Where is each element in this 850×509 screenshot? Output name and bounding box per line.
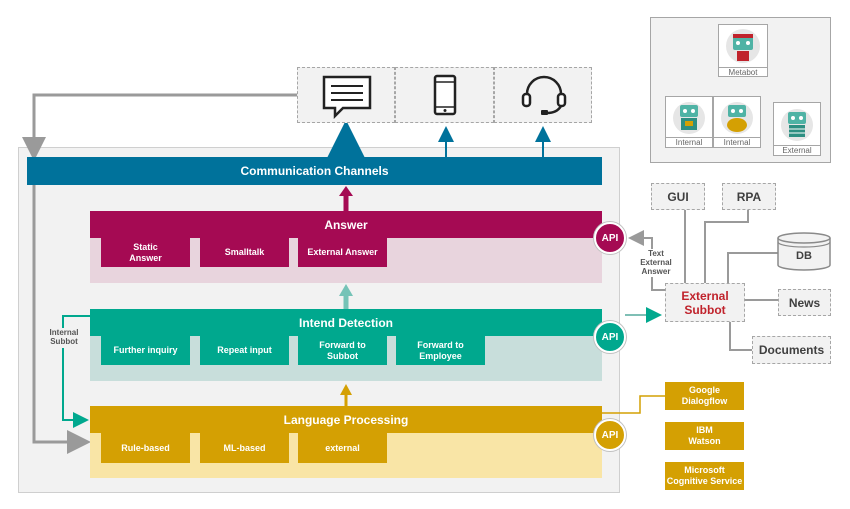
news-box[interactable]: News — [778, 289, 831, 316]
language-title: Language Processing — [90, 406, 602, 433]
answer-item-smalltalk[interactable]: Smalltalk — [200, 238, 289, 267]
internal-bot-card-2[interactable]: Internal — [713, 96, 761, 148]
intend-item-further-inquiry[interactable]: Further inquiry — [101, 336, 190, 365]
smartphone-icon — [433, 74, 457, 116]
intend-item-forward-employee[interactable]: Forward to Employee — [396, 336, 485, 365]
intend-item-repeat-input[interactable]: Repeat input — [200, 336, 289, 365]
language-item-rule-based[interactable]: Rule-based — [101, 433, 190, 463]
robot-icon — [673, 102, 705, 134]
answer-item-external[interactable]: External Answer — [298, 238, 387, 267]
external-subbot-box[interactable]: External Subbot — [665, 283, 745, 322]
text-external-answer-label: Text External Answer — [636, 249, 676, 277]
db-label: DB — [796, 250, 812, 262]
robot-icon — [721, 102, 753, 134]
database-icon — [777, 232, 831, 271]
provider-ibm-watson[interactable]: IBM Watson — [665, 422, 744, 450]
chat-bubble-icon — [322, 75, 372, 120]
intend-item-forward-subbot[interactable]: Forward to Subbot — [298, 336, 387, 365]
api-intend[interactable]: API — [594, 321, 626, 353]
metabot-label: Metabot — [719, 67, 767, 77]
external-bot-card[interactable]: External — [773, 102, 821, 156]
internal-bot-card-1[interactable]: Internal — [665, 96, 713, 148]
channel-mobile[interactable] — [395, 67, 494, 123]
gui-box[interactable]: GUI — [651, 183, 705, 210]
headset-icon — [521, 75, 567, 115]
internal-label-1: Internal — [666, 137, 712, 147]
metabot-card[interactable]: Metabot — [718, 24, 768, 77]
answer-item-static[interactable]: Static Answer — [101, 238, 190, 267]
channel-phone[interactable] — [494, 67, 592, 123]
provider-google-dialogflow[interactable]: Google Dialogflow — [665, 382, 744, 410]
answer-title: Answer — [90, 211, 602, 238]
language-item-ml-based[interactable]: ML-based — [200, 433, 289, 463]
provider-microsoft-cognitive[interactable]: Microsoft Cognitive Service — [665, 462, 744, 490]
documents-box[interactable]: Documents — [752, 336, 831, 364]
intend-title: Intend Detection — [90, 309, 602, 336]
robot-icon — [726, 29, 760, 63]
communication-channels-bar: Communication Channels — [27, 157, 602, 185]
external-label: External — [774, 145, 820, 155]
rpa-box[interactable]: RPA — [722, 183, 776, 210]
internal-subbot-label: Internal Subbot — [42, 328, 86, 348]
robot-icon — [781, 109, 813, 141]
db-cylinder[interactable]: DB — [776, 232, 832, 272]
language-item-external[interactable]: external — [298, 433, 387, 463]
api-answer[interactable]: API — [594, 222, 626, 254]
api-language[interactable]: API — [594, 419, 626, 451]
channel-chat[interactable] — [297, 67, 395, 123]
internal-label-2: Internal — [714, 137, 760, 147]
